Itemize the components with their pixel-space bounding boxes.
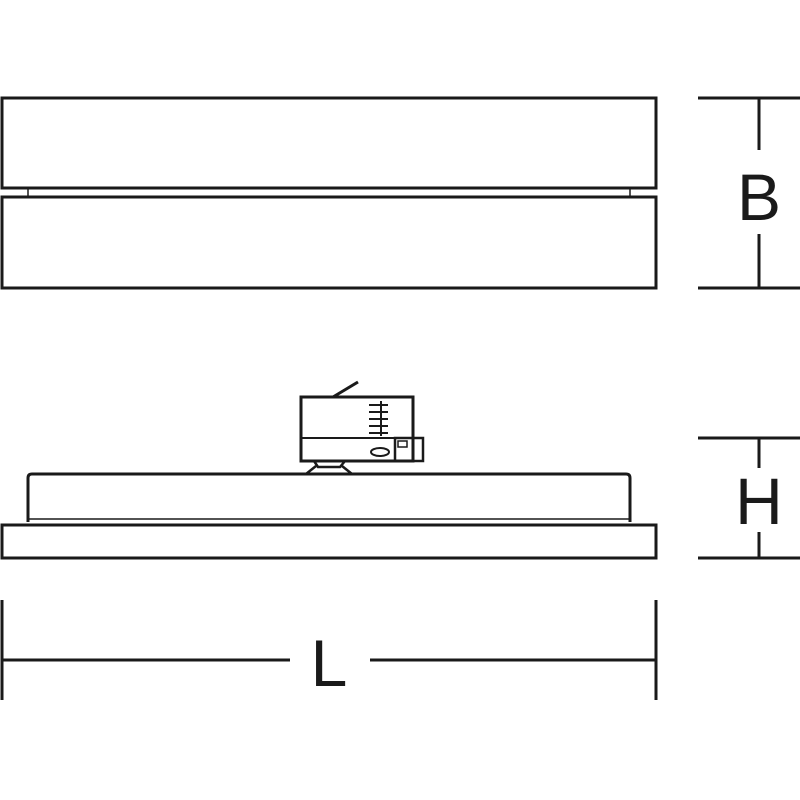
- top-view-lower-panel: [0, 195, 658, 290]
- width-dimension-label: B: [737, 160, 781, 234]
- width-dimension: [698, 96, 800, 290]
- track-adapter: [299, 380, 425, 475]
- side-view-base-plate: [0, 523, 658, 560]
- track-adapter-lever: [332, 380, 359, 399]
- height-dimension: [698, 436, 800, 560]
- track-adapter-catch: [397, 440, 408, 448]
- track-adapter-side-block: [393, 436, 425, 463]
- track-adapter-foot: [305, 465, 353, 475]
- track-adapter-housing: [299, 395, 415, 463]
- track-adapter-mount: [312, 460, 346, 469]
- side-view-diffuser-body: [26, 472, 632, 522]
- track-adapter-slot: [370, 447, 390, 457]
- height-dimension-label: H: [735, 464, 783, 538]
- length-dimension-label: L: [311, 626, 348, 700]
- top-view-upper-panel: [0, 96, 658, 190]
- top-view: [0, 96, 658, 290]
- length-dimension: [0, 600, 658, 700]
- side-view: [0, 380, 658, 560]
